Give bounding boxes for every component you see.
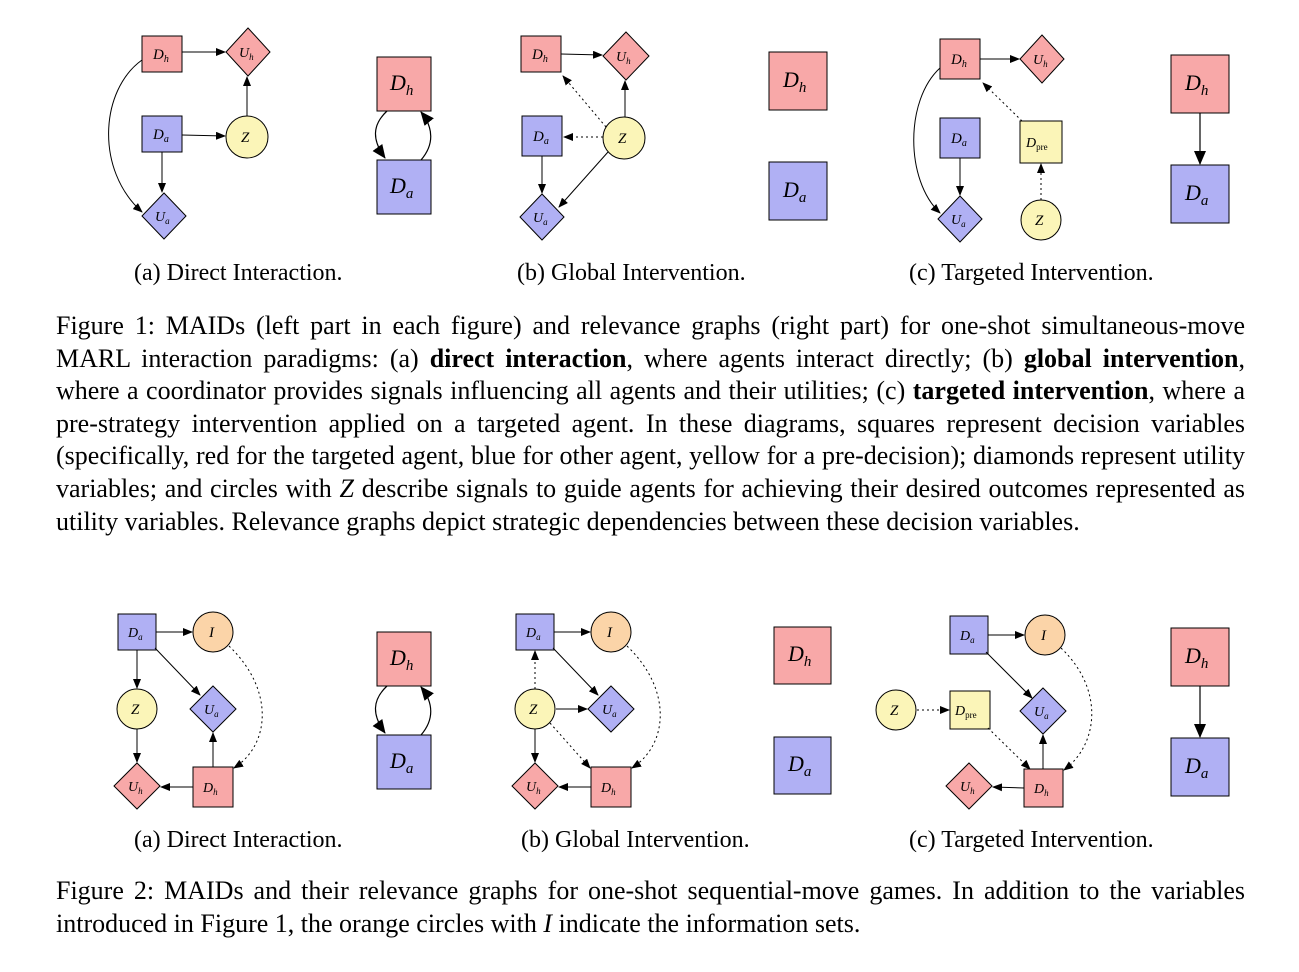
utility-node-ua	[587, 685, 635, 733]
fig1c-relevance: Dh Da	[1170, 54, 1230, 224]
caption-bold: targeted intervention	[912, 376, 1149, 406]
info-node-i	[192, 611, 234, 653]
svg-text:Z: Z	[1035, 213, 1044, 229]
caption-text: , where a coordinator provides signals i…	[56, 343, 1245, 406]
utility-node-ua	[937, 195, 983, 243]
caption-text: , where agents interact directly; (b)	[626, 343, 1024, 373]
fig2b-maid: Da I Z Ua Uh Dh	[511, 611, 661, 810]
rel-node-da	[773, 736, 832, 795]
rel-node-dh	[768, 51, 828, 111]
svg-text:Dh: Dh	[1184, 643, 1208, 672]
caption-math: I	[543, 908, 553, 938]
rel-node-dh	[376, 631, 432, 687]
svg-text:I: I	[606, 625, 613, 641]
signal-node-z	[602, 116, 646, 160]
svg-text:I: I	[208, 625, 215, 641]
fig2b-subcaption: (b) Global Intervention.	[521, 827, 750, 853]
fig1b-subcaption: (b) Global Intervention.	[517, 260, 746, 286]
decision-node-dh	[1023, 768, 1064, 808]
pre-decision-node	[1019, 120, 1063, 164]
rel-node-dh	[773, 626, 832, 685]
fig1a-subcaption: (a) Direct Interaction.	[134, 260, 343, 286]
fig1a-maid: Dh Uh Da Z Ua	[108, 27, 271, 240]
fig1b-relevance: Dh Da	[768, 51, 828, 221]
svg-text:I: I	[1040, 628, 1047, 644]
caption-text: describe signals to guide agents for ach…	[56, 473, 1245, 536]
svg-text:Z: Z	[241, 130, 250, 146]
fig2a-maid: Da I Z Ua Uh Dh	[113, 611, 263, 810]
fig2b-relevance: Dh Da	[773, 626, 832, 795]
svg-text:Da: Da	[787, 751, 811, 780]
figure1-caption: Figure 1: MAIDs (left part in each figur…	[56, 310, 1245, 538]
decision-node-da	[141, 115, 183, 153]
fig1a-relevance: Dh Da	[372, 56, 434, 215]
decision-node-dh	[141, 35, 183, 73]
fig2a-subcaption: (a) Direct Interaction.	[134, 827, 343, 853]
signal-node-z	[875, 689, 917, 731]
utility-node-uh	[113, 762, 161, 810]
svg-text:Z: Z	[529, 702, 538, 718]
pre-decision-node	[949, 690, 991, 730]
svg-text:Z: Z	[890, 703, 899, 719]
caption-bold: global intervention	[1023, 343, 1239, 373]
rel-node-dh	[1170, 54, 1230, 114]
decision-node-da	[521, 115, 563, 157]
fig2c-maid: Da I Z Dpre Ua Uh Dh	[875, 614, 1093, 810]
caption-text: indicate the information sets.	[552, 908, 861, 938]
fig1b-maid: Dh Uh Da Z Ua	[519, 31, 650, 241]
svg-text:Z: Z	[131, 702, 140, 718]
fig1c-maid: Dh Uh Da Dpre Z Ua	[913, 34, 1065, 243]
svg-text:Z: Z	[618, 131, 627, 147]
rel-node-dh	[1170, 627, 1230, 687]
fig2c-subcaption: (c) Targeted Intervention.	[909, 827, 1154, 853]
rel-node-da	[1170, 164, 1230, 224]
decision-node-da	[515, 613, 555, 651]
utility-node-ua	[519, 193, 565, 241]
fig2c-relevance: Dh Da	[1170, 627, 1230, 797]
caption-bold: direct interaction	[429, 343, 627, 373]
figure2-caption: Figure 2: MAIDs and their relevance grap…	[56, 875, 1245, 940]
info-node-i	[590, 611, 632, 653]
rel-node-dh	[376, 56, 432, 112]
rel-node-da	[1170, 737, 1230, 797]
caption-text: Figure 2: MAIDs and their relevance grap…	[56, 876, 1245, 938]
utility-node-uh	[511, 762, 559, 810]
fig1c-subcaption: (c) Targeted Intervention.	[909, 260, 1154, 286]
decision-node-dh	[520, 35, 562, 73]
caption-math: Z	[339, 473, 354, 503]
rel-node-da	[376, 159, 432, 215]
utility-node-ua	[141, 192, 187, 240]
utility-node-uh	[945, 762, 993, 810]
decision-node-dh	[939, 38, 981, 80]
info-node-i	[1024, 614, 1066, 656]
rel-node-da	[768, 161, 828, 221]
caption-text: Figure 1: MAIDs (left part in each figur…	[56, 311, 1245, 373]
fig2a-relevance: Dh Da	[372, 631, 434, 790]
utility-node-uh	[1019, 34, 1065, 84]
rel-node-da	[376, 734, 432, 790]
caption-text: , where a pre-strategy intervention appl…	[56, 376, 1245, 503]
svg-text:Dh: Dh	[389, 645, 413, 674]
decision-node-da	[949, 615, 989, 655]
